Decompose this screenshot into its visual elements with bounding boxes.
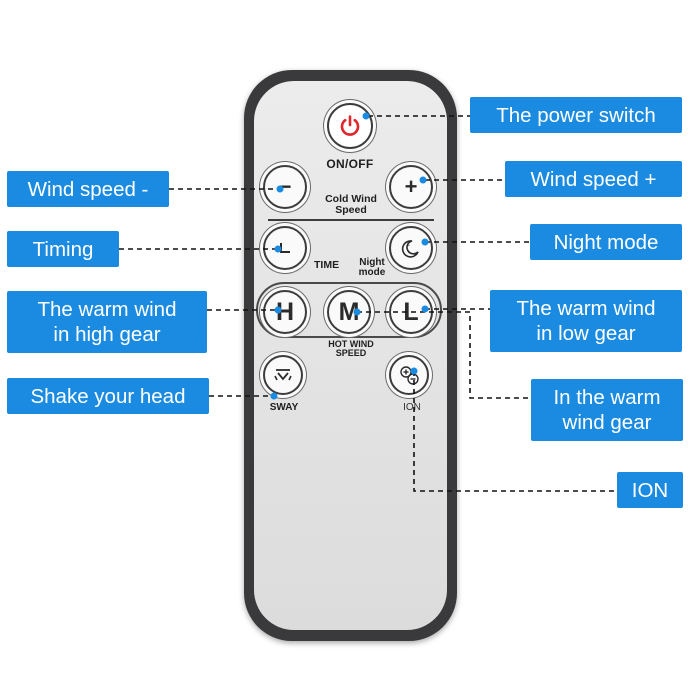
callout-sway-text: Shake your head [30, 384, 186, 408]
callout-wind-speed-plus: Wind speed + [505, 161, 682, 197]
dot-wind-speed-minus [276, 185, 284, 193]
ion-button[interactable] [389, 355, 429, 395]
moon-icon: z [401, 240, 419, 258]
warm-high-button[interactable]: H [263, 290, 307, 334]
callout-wind-speed-plus-text: Wind speed + [530, 167, 657, 191]
callout-wind-speed-minus-text: Wind speed - [27, 177, 149, 201]
m-label: M [338, 297, 360, 326]
timer-button[interactable] [263, 226, 307, 270]
hot-wind-label-line1: HOT WIND [328, 339, 374, 349]
cold-wind-speed-label: Cold Wind Speed [313, 194, 389, 215]
dot-night-mode [421, 238, 429, 246]
dot-sway [270, 392, 278, 400]
callout-warm-mid-line1: In the warm [553, 386, 661, 409]
cold-wind-label-line1: Cold Wind [325, 193, 377, 205]
callout-power-switch: The power switch [470, 97, 682, 133]
svg-text:z: z [407, 242, 410, 248]
night-mode-button[interactable]: z [389, 226, 433, 270]
timer-icon [280, 243, 290, 253]
sway-button[interactable] [263, 355, 303, 395]
callout-ion-text: ION [631, 478, 669, 502]
dot-timing [274, 245, 282, 253]
time-label: TIME [314, 259, 340, 271]
wind-speed-minus-button[interactable]: − [263, 165, 307, 209]
hot-wind-label-line2: SPEED [335, 348, 367, 358]
night-mode-label: Night mode [351, 258, 393, 278]
cold-wind-label-line2: Speed [335, 203, 367, 216]
dot-ion [410, 367, 418, 375]
plus-icon: + [404, 174, 418, 199]
ion-label: ION [403, 402, 421, 413]
dot-power [362, 112, 370, 120]
dot-wind-speed-plus [419, 176, 427, 184]
warm-mid-button[interactable]: M [327, 290, 371, 334]
hot-wind-speed-label: HOT WIND SPEED [316, 340, 386, 358]
callout-warm-high-line1: The warm wind [37, 298, 177, 321]
callout-warm-low-line2: in low gear [536, 322, 636, 345]
callout-warm-low-line1: The warm wind [516, 297, 656, 320]
wind-speed-plus-button[interactable]: + [389, 165, 433, 209]
callout-warm-low: The warm wind in low gear [490, 290, 682, 352]
callout-night-mode: Night mode [530, 224, 682, 260]
callout-timing-text: Timing [32, 237, 94, 261]
callout-timing: Timing [7, 231, 119, 267]
sway-icon [274, 369, 292, 381]
callout-warm-mid: In the warm wind gear [531, 379, 683, 441]
night-label-line1: Night [359, 257, 385, 268]
callout-warm-high-line2: in high gear [53, 323, 161, 346]
callout-night-mode-text: Night mode [553, 230, 659, 254]
divider-line [268, 219, 434, 221]
dot-warm-mid [353, 308, 361, 316]
power-button[interactable] [327, 103, 373, 149]
leader-warm-mid [357, 311, 531, 399]
callout-wind-speed-minus: Wind speed - [7, 171, 169, 207]
sway-label: SWAY [269, 402, 299, 413]
power-icon [340, 115, 360, 136]
h-label: H [275, 297, 295, 326]
dot-warm-high [274, 306, 282, 314]
callout-warm-high: The warm wind in high gear [7, 291, 207, 353]
callout-ion: ION [617, 472, 683, 508]
callout-sway: Shake your head [7, 378, 209, 414]
dot-warm-low [421, 305, 429, 313]
on-off-label: ON/OFF [326, 157, 374, 171]
callout-power-text: The power switch [496, 103, 656, 127]
callout-warm-mid-line2: wind gear [562, 411, 652, 434]
leader-ion [413, 371, 617, 492]
night-label-line2: mode [358, 267, 386, 278]
